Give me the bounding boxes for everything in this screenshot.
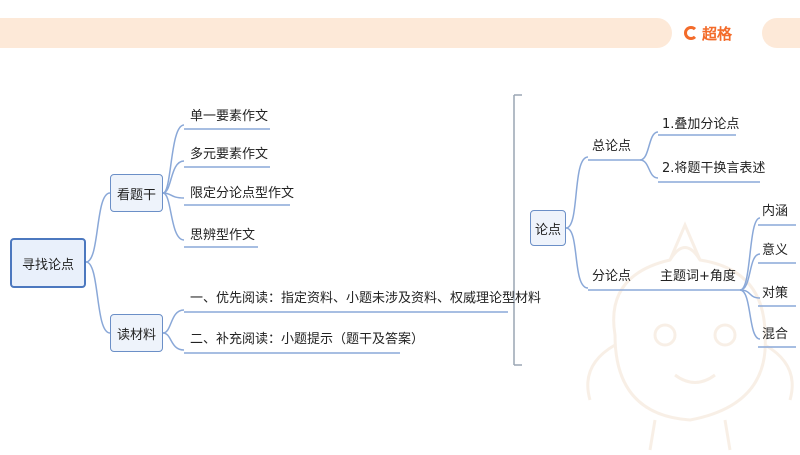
leaf-significance: 意义	[762, 243, 789, 258]
leaf-limited-points: 限定分论点型作文	[190, 186, 295, 201]
mascot-watermark-icon	[586, 221, 794, 451]
leaf-stack-sub-points: 1.叠加分论点	[662, 117, 740, 132]
brand-logo: 超格	[684, 21, 732, 45]
branch-node-read-materials[interactable]: 读材料	[110, 314, 163, 352]
topic-angle-label: 主题词+角度	[660, 269, 736, 284]
leaf-countermeasure: 对策	[762, 286, 789, 301]
leaf-connotation: 内涵	[762, 204, 789, 219]
leaf-dialectic: 思辨型作文	[190, 228, 256, 243]
total-argument-label: 总论点	[592, 139, 632, 154]
leaf-priority-reading: 一、优先阅读：指定资料、小题未涉及资料、权威理论型材料	[190, 291, 542, 306]
leaf-supplementary-reading: 二、补充阅读：小题提示（题干及答案）	[190, 332, 425, 347]
leaf-single-element: 单一要素作文	[190, 109, 269, 124]
leaf-multi-element: 多元要素作文	[190, 147, 269, 162]
sub-argument-label: 分论点	[592, 269, 632, 284]
top-banner-right	[762, 18, 800, 48]
leaf-mixed: 混合	[762, 327, 789, 342]
argument-root-node[interactable]: 论点	[530, 210, 566, 246]
root-node[interactable]: 寻找论点	[10, 238, 86, 288]
branch-node-read-stem[interactable]: 看题干	[110, 174, 163, 212]
top-banner	[0, 18, 672, 48]
leaf-rephrase-stem: 2.将题干换言表述	[662, 161, 766, 176]
brand-name: 超格	[702, 24, 733, 43]
brand-mark-icon	[684, 26, 698, 40]
